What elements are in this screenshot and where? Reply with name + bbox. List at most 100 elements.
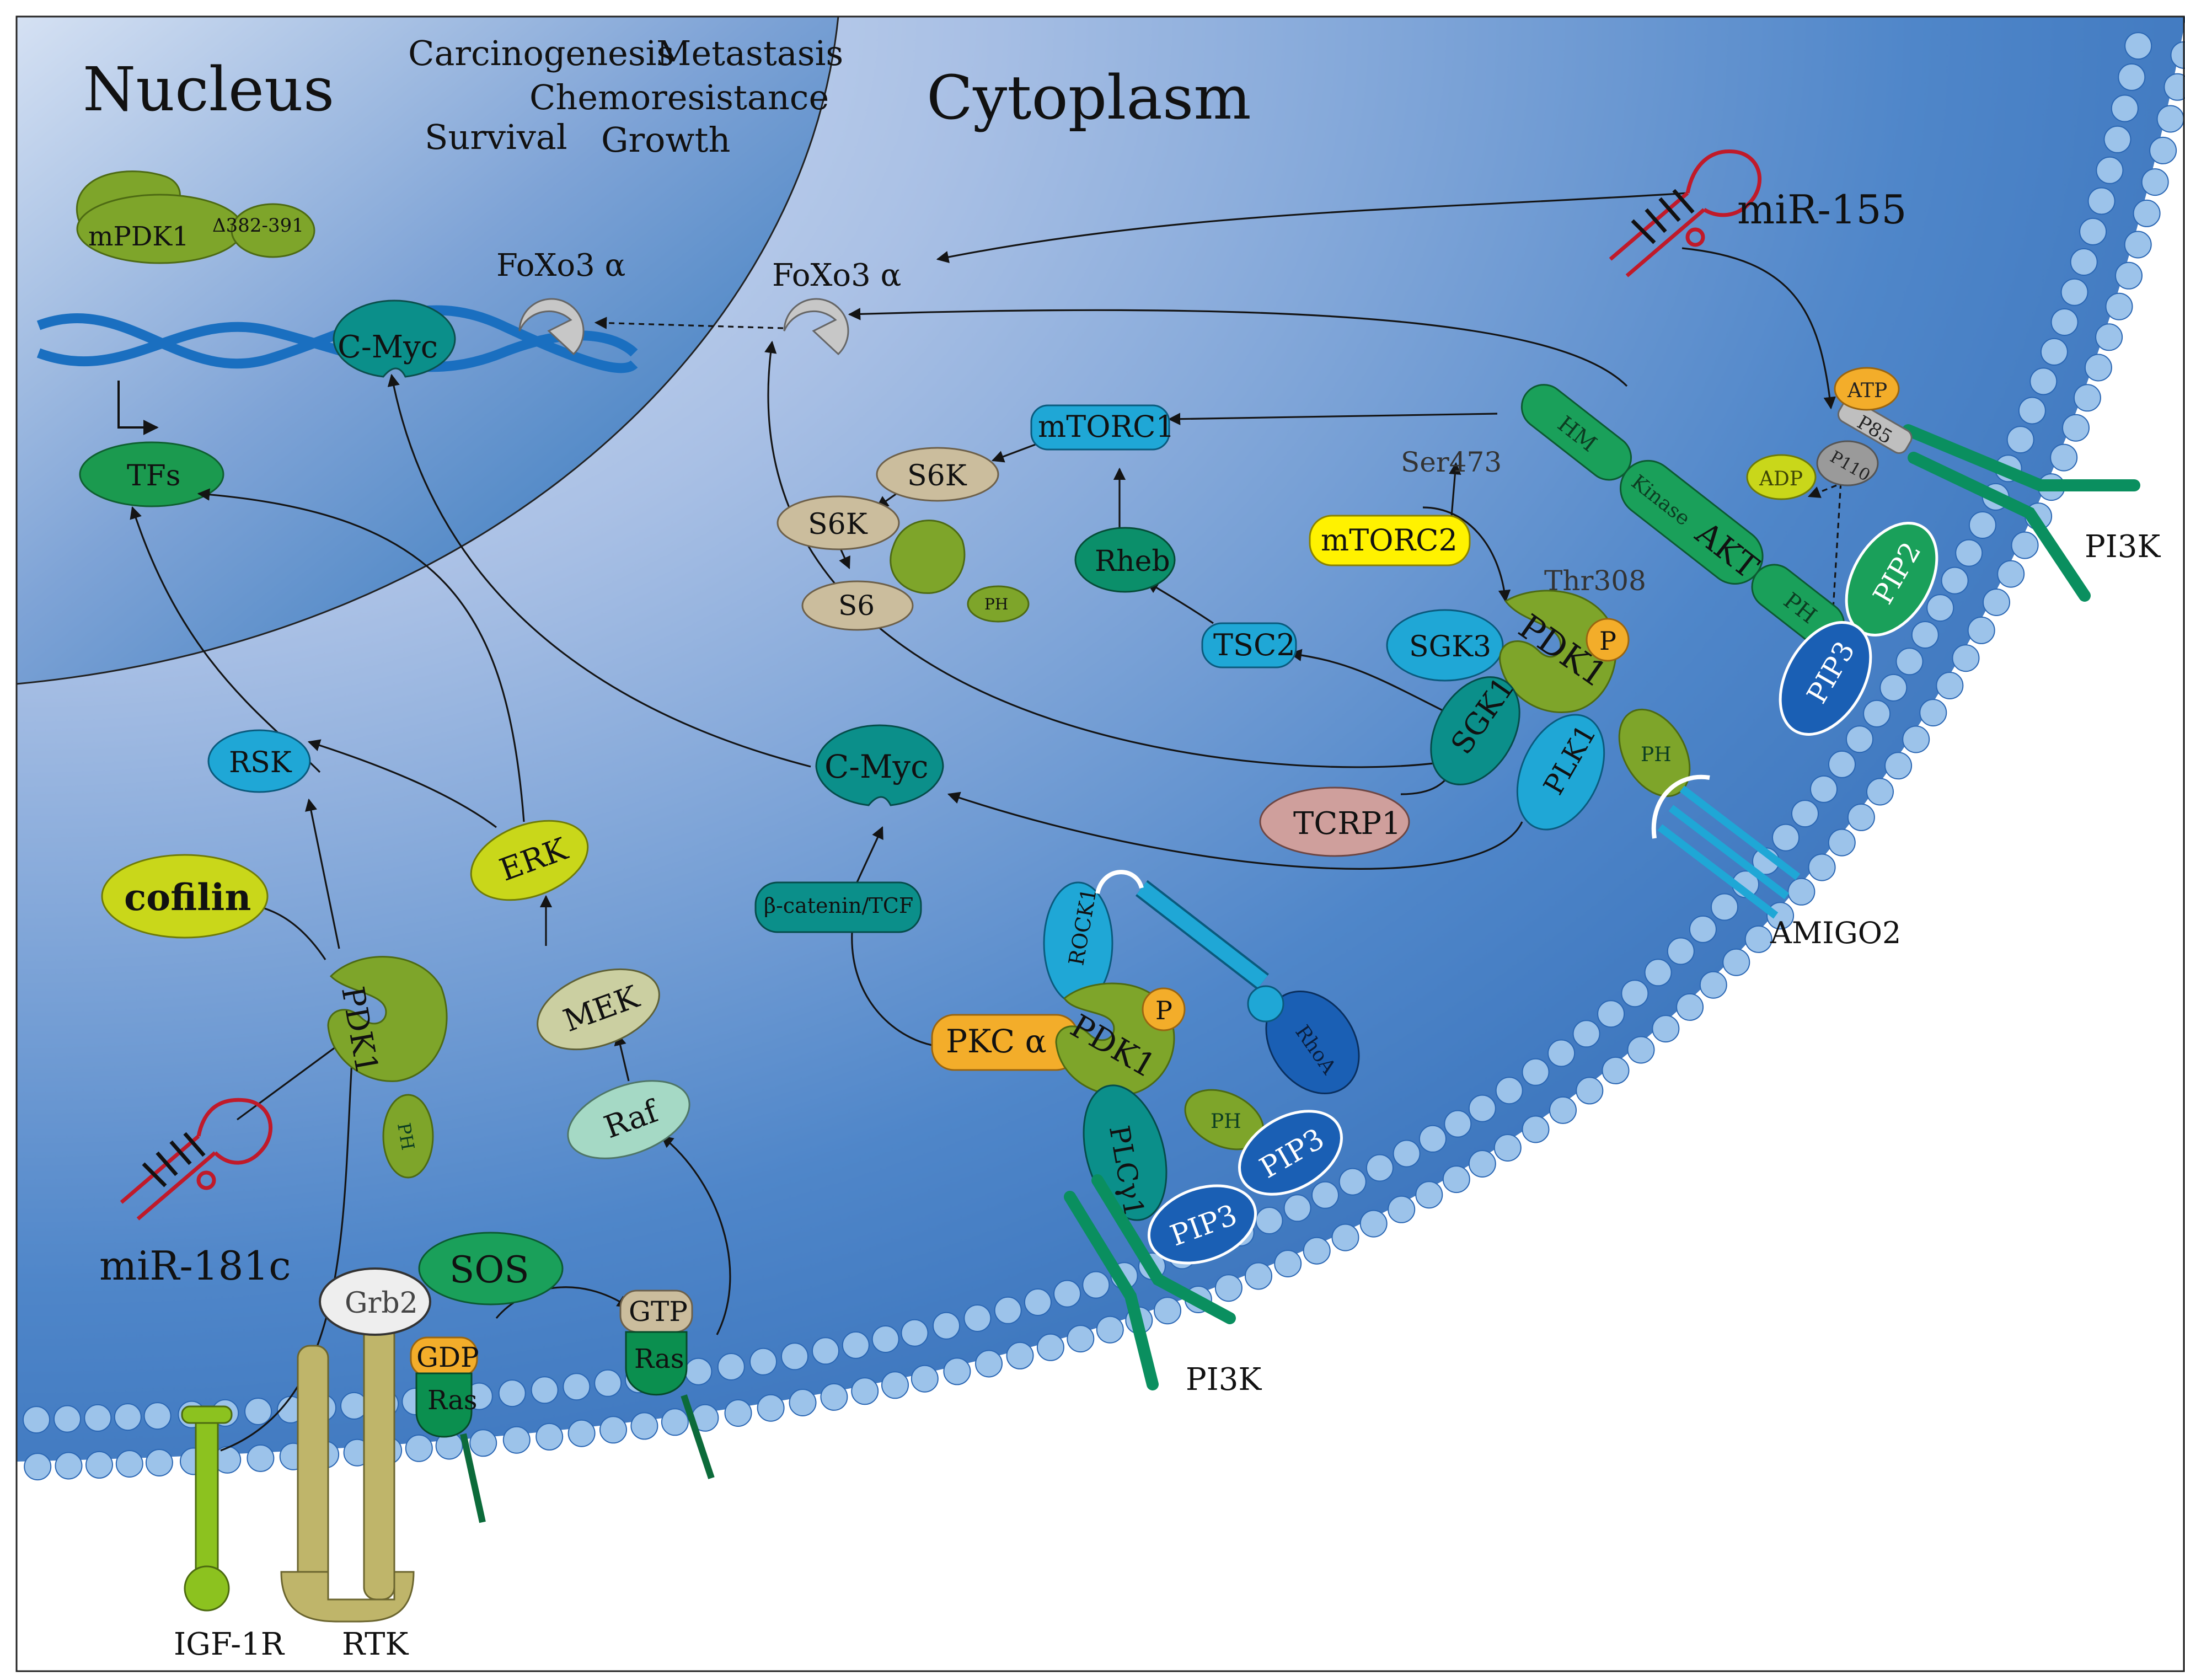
membrane-lipid-bead — [1036, 1333, 1064, 1361]
sgk3-label: SGK3 — [1409, 630, 1491, 664]
mir-181c-label: miR-181c — [99, 1243, 291, 1289]
mpdk1: mPDK1 Δ382-391 — [76, 170, 315, 264]
mpdk1-label: mPDK1 — [88, 221, 189, 252]
ras-gdp: GDP Ras — [410, 1336, 486, 1523]
cmyc-cytoplasm: C-Myc — [815, 724, 944, 806]
membrane-lipid-bead — [1983, 588, 2010, 616]
membrane-lipid-bead — [1393, 1139, 1421, 1168]
membrane-lipid-bead — [1902, 725, 1930, 753]
membrane-lipid-bead — [1006, 1341, 1034, 1369]
membrane-lipid-bead — [661, 1408, 689, 1436]
membrane-lipid-bead — [1311, 1181, 1339, 1209]
gtp-label: GTP — [629, 1296, 688, 1328]
membrane-lipid-bead — [1952, 644, 1980, 672]
membrane-lipid-bead — [1418, 1125, 1447, 1153]
membrane-lipid-bead — [1522, 1115, 1550, 1143]
membrane-lipid-bead — [1722, 948, 1750, 976]
cmyc-cyto-label: C-Myc — [824, 748, 929, 785]
membrane-lipid-bead — [1919, 699, 1947, 727]
membrane-receptor-icon — [1064, 1174, 1236, 1390]
membrane-lipid-bead — [717, 1353, 745, 1381]
ras-gdp-label: Ras — [427, 1385, 478, 1416]
pdk1-left: PDK1 PH — [327, 956, 448, 1179]
membrane-lipid-bead — [531, 1376, 559, 1404]
membrane-lipid-bead — [1941, 566, 1969, 595]
rsk-label: RSK — [229, 746, 292, 779]
membrane-lipid-bead — [1602, 1056, 1630, 1084]
cofilin: cofilin — [101, 854, 269, 939]
sos: SOS — [418, 1232, 564, 1306]
membrane-lipid-bead — [1067, 1325, 1095, 1353]
membrane-lipid-bead — [2118, 63, 2146, 91]
membrane-lipid-bead — [1331, 1223, 1359, 1251]
membrane-lipid-bead — [1879, 673, 1908, 702]
atp-label: ATP — [1847, 379, 1887, 402]
membrane-lipid-bead — [1576, 1077, 1604, 1105]
membrane-lipid-bead — [1627, 1036, 1655, 1064]
membrane-lipid-bead — [2095, 323, 2123, 351]
membrane-lipid-bead — [1468, 1150, 1496, 1178]
pdk1-lower: PDK1 P PH — [1055, 982, 1265, 1151]
mirna-hairpin-icon — [120, 1098, 273, 1221]
s6k-b-label: S6K — [808, 508, 868, 541]
amigo2: AMIGO2 — [1651, 774, 1901, 950]
membrane-receptor-icon — [1651, 774, 1801, 919]
membrane-lipid-bead — [2124, 32, 2152, 60]
pkc-alpha: PKC α — [931, 1014, 1079, 1071]
membrane-lipid-bead — [2070, 248, 2098, 276]
membrane-lipid-bead — [2050, 443, 2078, 472]
membrane-receptor-icon — [181, 1405, 233, 1612]
membrane-lipid-bead — [933, 1312, 960, 1340]
membrane-lipid-bead — [1911, 621, 1939, 649]
pip2-top: PIP2 — [1845, 522, 1938, 636]
membrane-lipid-bead — [1699, 971, 1727, 999]
membrane-lipid-bead — [2141, 168, 2169, 196]
membrane-lipid-bead — [820, 1383, 848, 1411]
membrane-lipid-bead — [114, 1403, 142, 1431]
membrane-lipid-bead — [2105, 292, 2133, 320]
membrane-lipid-bead — [2111, 94, 2139, 122]
erk: ERK — [470, 820, 589, 901]
membrane-lipid-bead — [2018, 397, 2046, 425]
membrane-lipid-bead — [1365, 1154, 1394, 1182]
tsc2: TSC2 — [1201, 622, 1297, 668]
foxo3-cytoplasm: FoXo3 α — [772, 258, 901, 356]
plk1: PLK1 — [1516, 714, 1605, 831]
outcome-chemoresistance: Chemoresistance — [529, 77, 829, 117]
outcome-carcinogenesis: Carcinogenesis — [408, 33, 674, 73]
tfs-label: TFs — [127, 459, 180, 493]
membrane-lipid-bead — [1828, 750, 1856, 778]
membrane-lipid-bead — [1283, 1194, 1311, 1222]
membrane-lipid-bead — [2096, 156, 2124, 184]
membrane-lipid-bead — [2029, 367, 2058, 395]
membrane-lipid-bead — [1895, 648, 1924, 676]
outcome-survival: Survival — [425, 117, 567, 157]
membrane-lipid-bead — [2011, 531, 2039, 559]
membrane-lipid-bead — [1884, 752, 1913, 780]
mtorc2: mTORC2 — [1309, 515, 1471, 566]
membrane-lipid-bead — [749, 1347, 777, 1376]
cmyc-nuclear-label: C-Myc — [338, 329, 438, 365]
membrane-lipid-bead — [594, 1369, 622, 1397]
membrane-lipid-bead — [1652, 1015, 1680, 1043]
membrane-lipid-bead — [498, 1379, 526, 1408]
membrane-lipid-bead — [1787, 878, 1816, 906]
membrane-lipid-bead — [1808, 853, 1836, 881]
mek: MEK — [537, 968, 660, 1051]
membrane-lipid-bead — [2163, 73, 2185, 101]
cytoplasm-label: Cytoplasm — [927, 62, 1251, 133]
membrane-lipid-bead — [1846, 725, 1873, 753]
membrane-lipid-bead — [2073, 384, 2101, 412]
membrane-lipid-bead — [1997, 560, 2025, 588]
pdk1-crescent-icon — [327, 956, 448, 1082]
membrane-lipid-bead — [1644, 959, 1672, 987]
membrane-lipid-bead — [2133, 199, 2161, 227]
pi3k-top-label: PI3K — [2085, 529, 2161, 565]
membrane-lipid-bead — [599, 1416, 627, 1444]
membrane-lipid-bead — [724, 1399, 752, 1427]
membrane-lipid-bead — [2079, 217, 2107, 245]
membrane-lipid-bead — [2050, 308, 2079, 336]
membrane-lipid-bead — [1689, 915, 1717, 943]
grb2: Grb2 — [319, 1267, 431, 1336]
s6k-a-label: S6K — [907, 459, 967, 493]
